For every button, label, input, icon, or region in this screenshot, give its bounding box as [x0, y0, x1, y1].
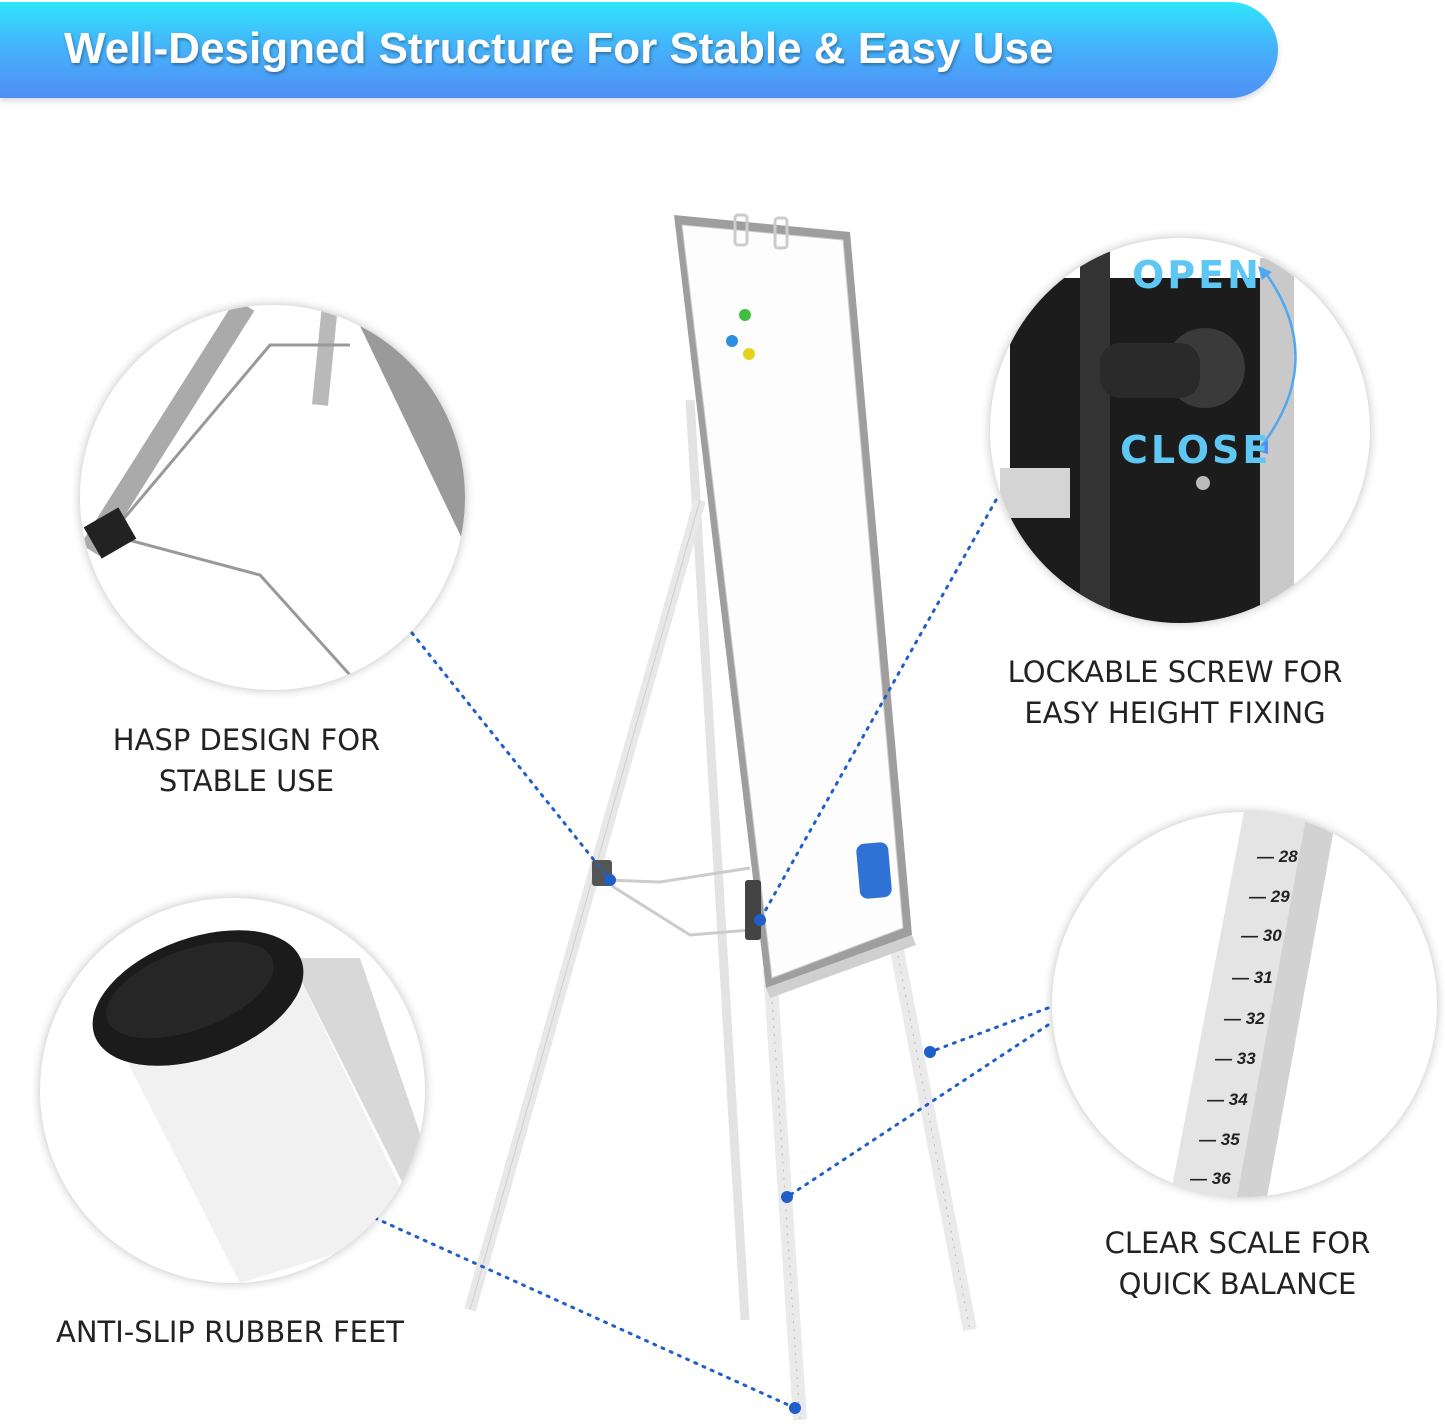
hasp-caption-line-2: STABLE USE — [158, 764, 335, 798]
scale-tick-36: — 36 — [1190, 1169, 1231, 1188]
screw-caption: LOCKABLE SCREW FOR EASY HEIGHT FIXING — [985, 652, 1365, 734]
scale-tick-30: — 30 — [1241, 926, 1282, 945]
feet-caption: ANTI-SLIP RUBBER FEET — [55, 1312, 405, 1353]
scale-detail-image — [1170, 812, 1337, 1197]
close-label: CLOSE — [1120, 428, 1272, 472]
feet-detail-circle — [40, 898, 425, 1283]
scale-tick-28: — 28 — [1257, 847, 1298, 866]
screw-detail-image — [1000, 238, 1297, 623]
scale-tick-29: — 29 — [1249, 887, 1290, 906]
scale-detail-circle: — 28 — 29 — 30 — 31 — 32 — 33 — 34 — 35 … — [1052, 812, 1437, 1197]
feet-detail-image — [92, 930, 425, 1283]
hasp-detail-circle — [80, 305, 465, 690]
screw-detail-circle: OPEN CLOSE — [990, 238, 1370, 623]
screw-caption-line-1: LOCKABLE SCREW FOR — [1007, 655, 1343, 689]
feet-caption-line-1: ANTI-SLIP RUBBER FEET — [56, 1315, 404, 1349]
hasp-caption-line-1: HASP DESIGN FOR — [112, 723, 381, 757]
banner-title: Well-Designed Structure For Stable & Eas… — [64, 24, 1054, 73]
screw-caption-line-2: EASY HEIGHT FIXING — [1024, 696, 1326, 730]
open-label: OPEN — [1132, 253, 1262, 297]
scale-caption-line-2: QUICK BALANCE — [1118, 1267, 1357, 1301]
hasp-caption: HASP DESIGN FOR STABLE USE — [80, 720, 413, 802]
hasp-detail-image — [80, 305, 465, 677]
scale-tick-33: — 33 — [1215, 1049, 1256, 1068]
scale-tick-34: — 34 — [1207, 1090, 1248, 1109]
scale-caption: CLEAR SCALE FOR QUICK BALANCE — [1055, 1223, 1420, 1305]
title-banner: Well-Designed Structure For Stable & Eas… — [0, 2, 1278, 98]
scale-tick-32: — 32 — [1224, 1009, 1265, 1028]
scale-caption-line-1: CLEAR SCALE FOR — [1104, 1226, 1371, 1260]
scale-tick-31: — 31 — [1232, 968, 1273, 987]
scale-tick-35: — 35 — [1199, 1130, 1240, 1149]
